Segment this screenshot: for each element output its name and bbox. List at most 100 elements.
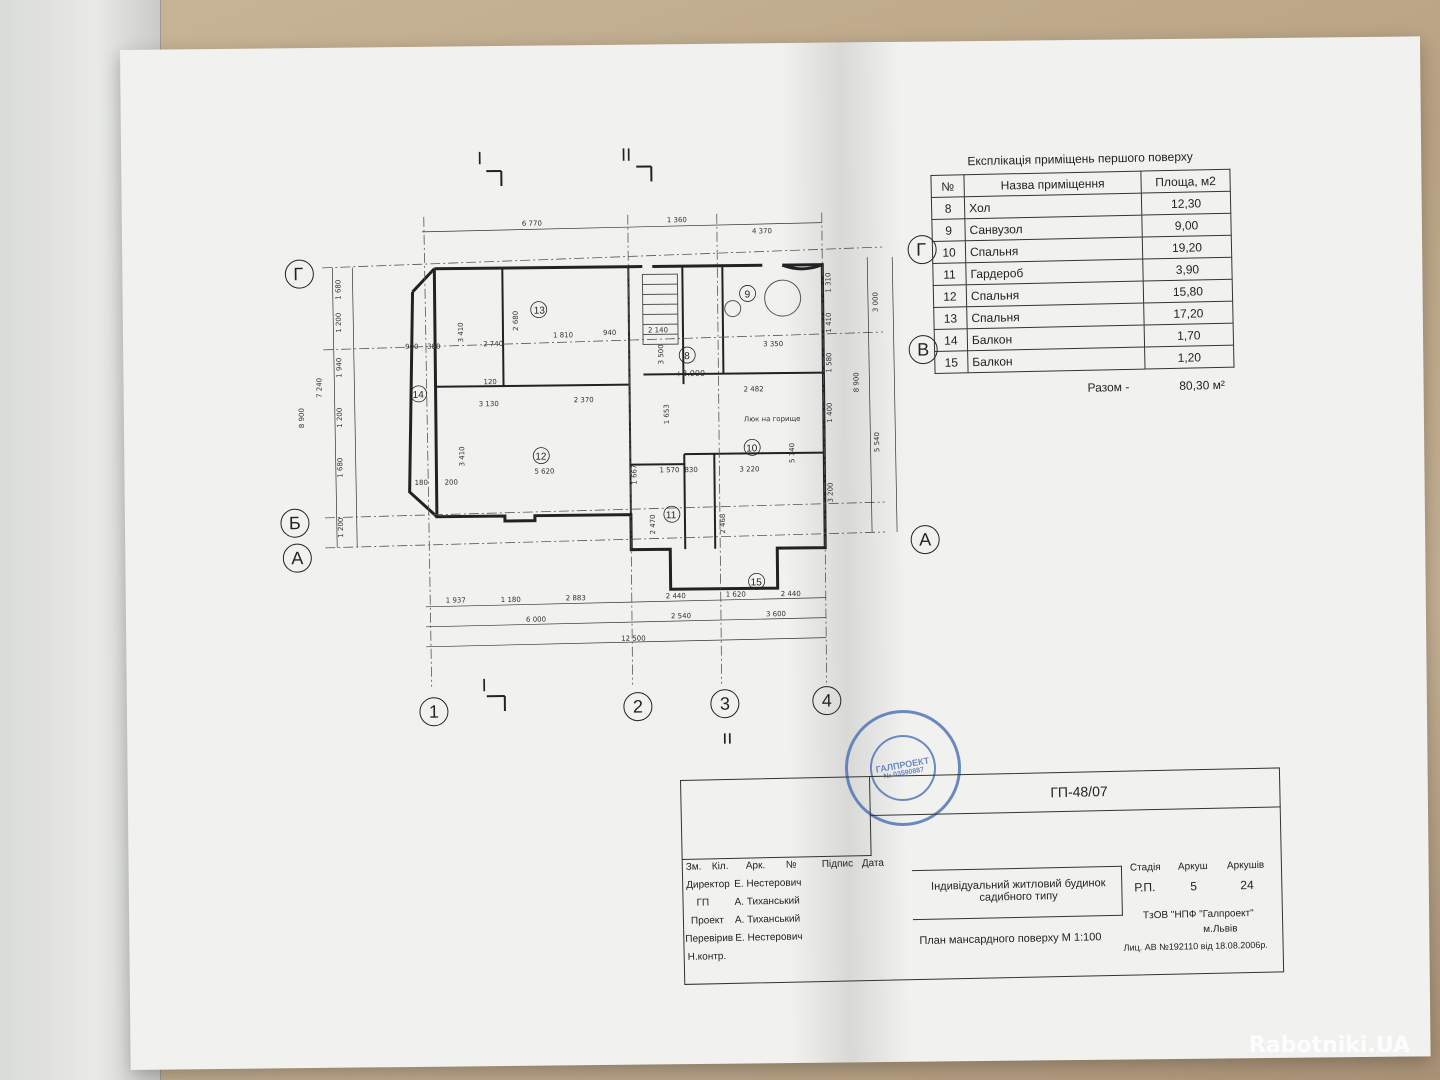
dim-right-t3: 8 900 — [852, 372, 860, 392]
dim-inner-i5: 3 350 — [763, 340, 783, 348]
row-number: 8 — [931, 196, 965, 220]
section-1-bottom: I — [482, 675, 487, 695]
col-kil: Кіл. — [711, 861, 729, 873]
dim-inner-i13: 3 410 — [457, 322, 465, 342]
row-area: 12,30 — [1141, 191, 1231, 216]
dim-inner-i20: 3 500 — [657, 344, 665, 364]
dim-inner-i2: 1 810 — [553, 331, 573, 339]
dim-inner-i22: 380 — [427, 343, 440, 351]
row-name: Балкон — [967, 347, 1146, 373]
dim-left-total1: 7 240 — [315, 378, 323, 398]
row-area: 19,20 — [1142, 235, 1232, 260]
room-9-label: 9 — [745, 289, 751, 300]
drawing-sheet: 6 770 1 360 4 370 1 937 1 180 2 883 2 44… — [120, 36, 1431, 1070]
col-ark: Арк. — [745, 860, 766, 872]
room-explication: Експлікація приміщень першого поверху № … — [930, 149, 1235, 398]
attic-hatch-label: Люк на горище — [744, 415, 801, 424]
axis-b-left: Б — [289, 513, 301, 533]
level-mark: +3.000 — [675, 369, 705, 378]
axis-a-right: А — [919, 530, 931, 550]
dim-inner-i18: 5 140 — [788, 443, 796, 463]
dim-bottom-1: 1 937 — [446, 596, 466, 604]
axis-g-left: Г — [293, 264, 303, 284]
sheet-value: 5 — [1190, 879, 1198, 894]
dim-bottom-2: 1 180 — [501, 596, 521, 604]
room-14-label: 14 — [413, 390, 425, 401]
dim-bottom-r2-3: 3 600 — [766, 610, 786, 618]
room-8-label: 8 — [684, 351, 690, 362]
dim-left-total2: 8 900 — [298, 408, 306, 428]
dim-left-3: 1 940 — [335, 358, 343, 378]
dim-left-4: 1 200 — [336, 408, 344, 428]
axis-a-left: А — [291, 548, 303, 568]
dim-bottom-5: 1 620 — [726, 590, 746, 598]
role-gp: ГП — [696, 897, 710, 909]
revision-grid — [680, 776, 872, 860]
room-12-label: 12 — [535, 452, 547, 463]
dim-right-4: 1 400 — [826, 402, 834, 422]
axis-4: 4 — [822, 691, 832, 711]
axis-3: 3 — [720, 694, 730, 714]
dim-inner-i9: 3 220 — [739, 465, 759, 473]
dim-right-5: 3 200 — [827, 482, 835, 502]
dim-inner-i3: 940 — [603, 329, 616, 337]
dim-inner-i25: 180 — [415, 479, 428, 487]
row-number: 11 — [932, 262, 967, 286]
row-area: 1,20 — [1144, 345, 1235, 370]
row-number: 13 — [933, 306, 968, 330]
dim-inner-i4: 2 140 — [648, 326, 668, 334]
dim-inner-i10: 1 570 — [659, 466, 679, 474]
dim-top-2: 1 360 — [667, 216, 687, 224]
row-area: 1,70 — [1144, 323, 1234, 348]
axis-g-right: Г — [916, 240, 926, 260]
total-label: Разом - — [1087, 379, 1130, 395]
dim-left-1: 1 680 — [334, 280, 342, 300]
room-15-label: 15 — [751, 577, 763, 588]
role-checked: Перевірив — [685, 932, 734, 945]
dim-inner-i12: 2 482 — [744, 385, 764, 393]
section-1-top: I — [477, 148, 482, 168]
title-block: ГП-48/07 Зм. Кіл. Арк. № Підпис Дата Дир… — [680, 767, 1285, 985]
dim-right-3: 1 580 — [825, 353, 833, 373]
sheet-label: Аркуш — [1177, 860, 1208, 873]
axis-v-right: В — [917, 340, 929, 360]
dim-inner-i6: 3 130 — [479, 400, 499, 408]
col-data: Дата — [861, 857, 885, 870]
room-13-label: 13 — [534, 306, 546, 317]
col-pidpys: Підпис — [821, 858, 854, 871]
axis-2: 2 — [633, 697, 643, 717]
dim-inner-i19: 1 653 — [663, 404, 671, 424]
dim-inner-i15: 2 680 — [512, 311, 520, 331]
project-name: Індивідуальний житловий будинок садибног… — [930, 877, 1106, 904]
dim-top-1: 6 770 — [522, 220, 542, 228]
dim-right-1: 1 310 — [824, 273, 832, 293]
dim-bottom-r2-1: 6 000 — [526, 616, 546, 624]
row-number: 14 — [934, 328, 968, 352]
row-area: 17,20 — [1143, 301, 1234, 326]
dim-bottom-r2-2: 2 540 — [671, 612, 691, 620]
sheets-value: 24 — [1240, 878, 1254, 893]
axis-1: 1 — [429, 702, 439, 722]
dim-inner-i7: 2 370 — [574, 396, 594, 404]
dim-inner-i11: 830 — [684, 466, 697, 474]
dim-left-6: 1 200 — [337, 518, 345, 538]
role-director: Директор — [686, 878, 730, 891]
role-norm-control: Н.контр. — [687, 951, 727, 963]
header-number: № — [930, 174, 965, 198]
dim-left-2: 1 200 — [335, 313, 343, 333]
name-project: А. Тиханський — [734, 913, 801, 926]
row-area: 9,00 — [1141, 213, 1232, 238]
sheets-label: Аркушів — [1226, 859, 1265, 872]
col-izm: Зм. — [685, 861, 702, 873]
role-project: Проект — [690, 915, 725, 927]
dim-inner-i17: 2 468 — [719, 514, 727, 534]
name-checked: Е. Нестерович — [735, 931, 803, 944]
name-gp: А. Тиханський — [734, 895, 800, 908]
row-number: 10 — [932, 240, 966, 264]
dim-bottom-4: 2 440 — [666, 592, 686, 600]
room-11-label: 11 — [666, 510, 677, 521]
dim-right-t2: 5 540 — [873, 432, 881, 452]
row-number: 15 — [934, 350, 969, 374]
stage-label: Стадія — [1129, 861, 1161, 874]
